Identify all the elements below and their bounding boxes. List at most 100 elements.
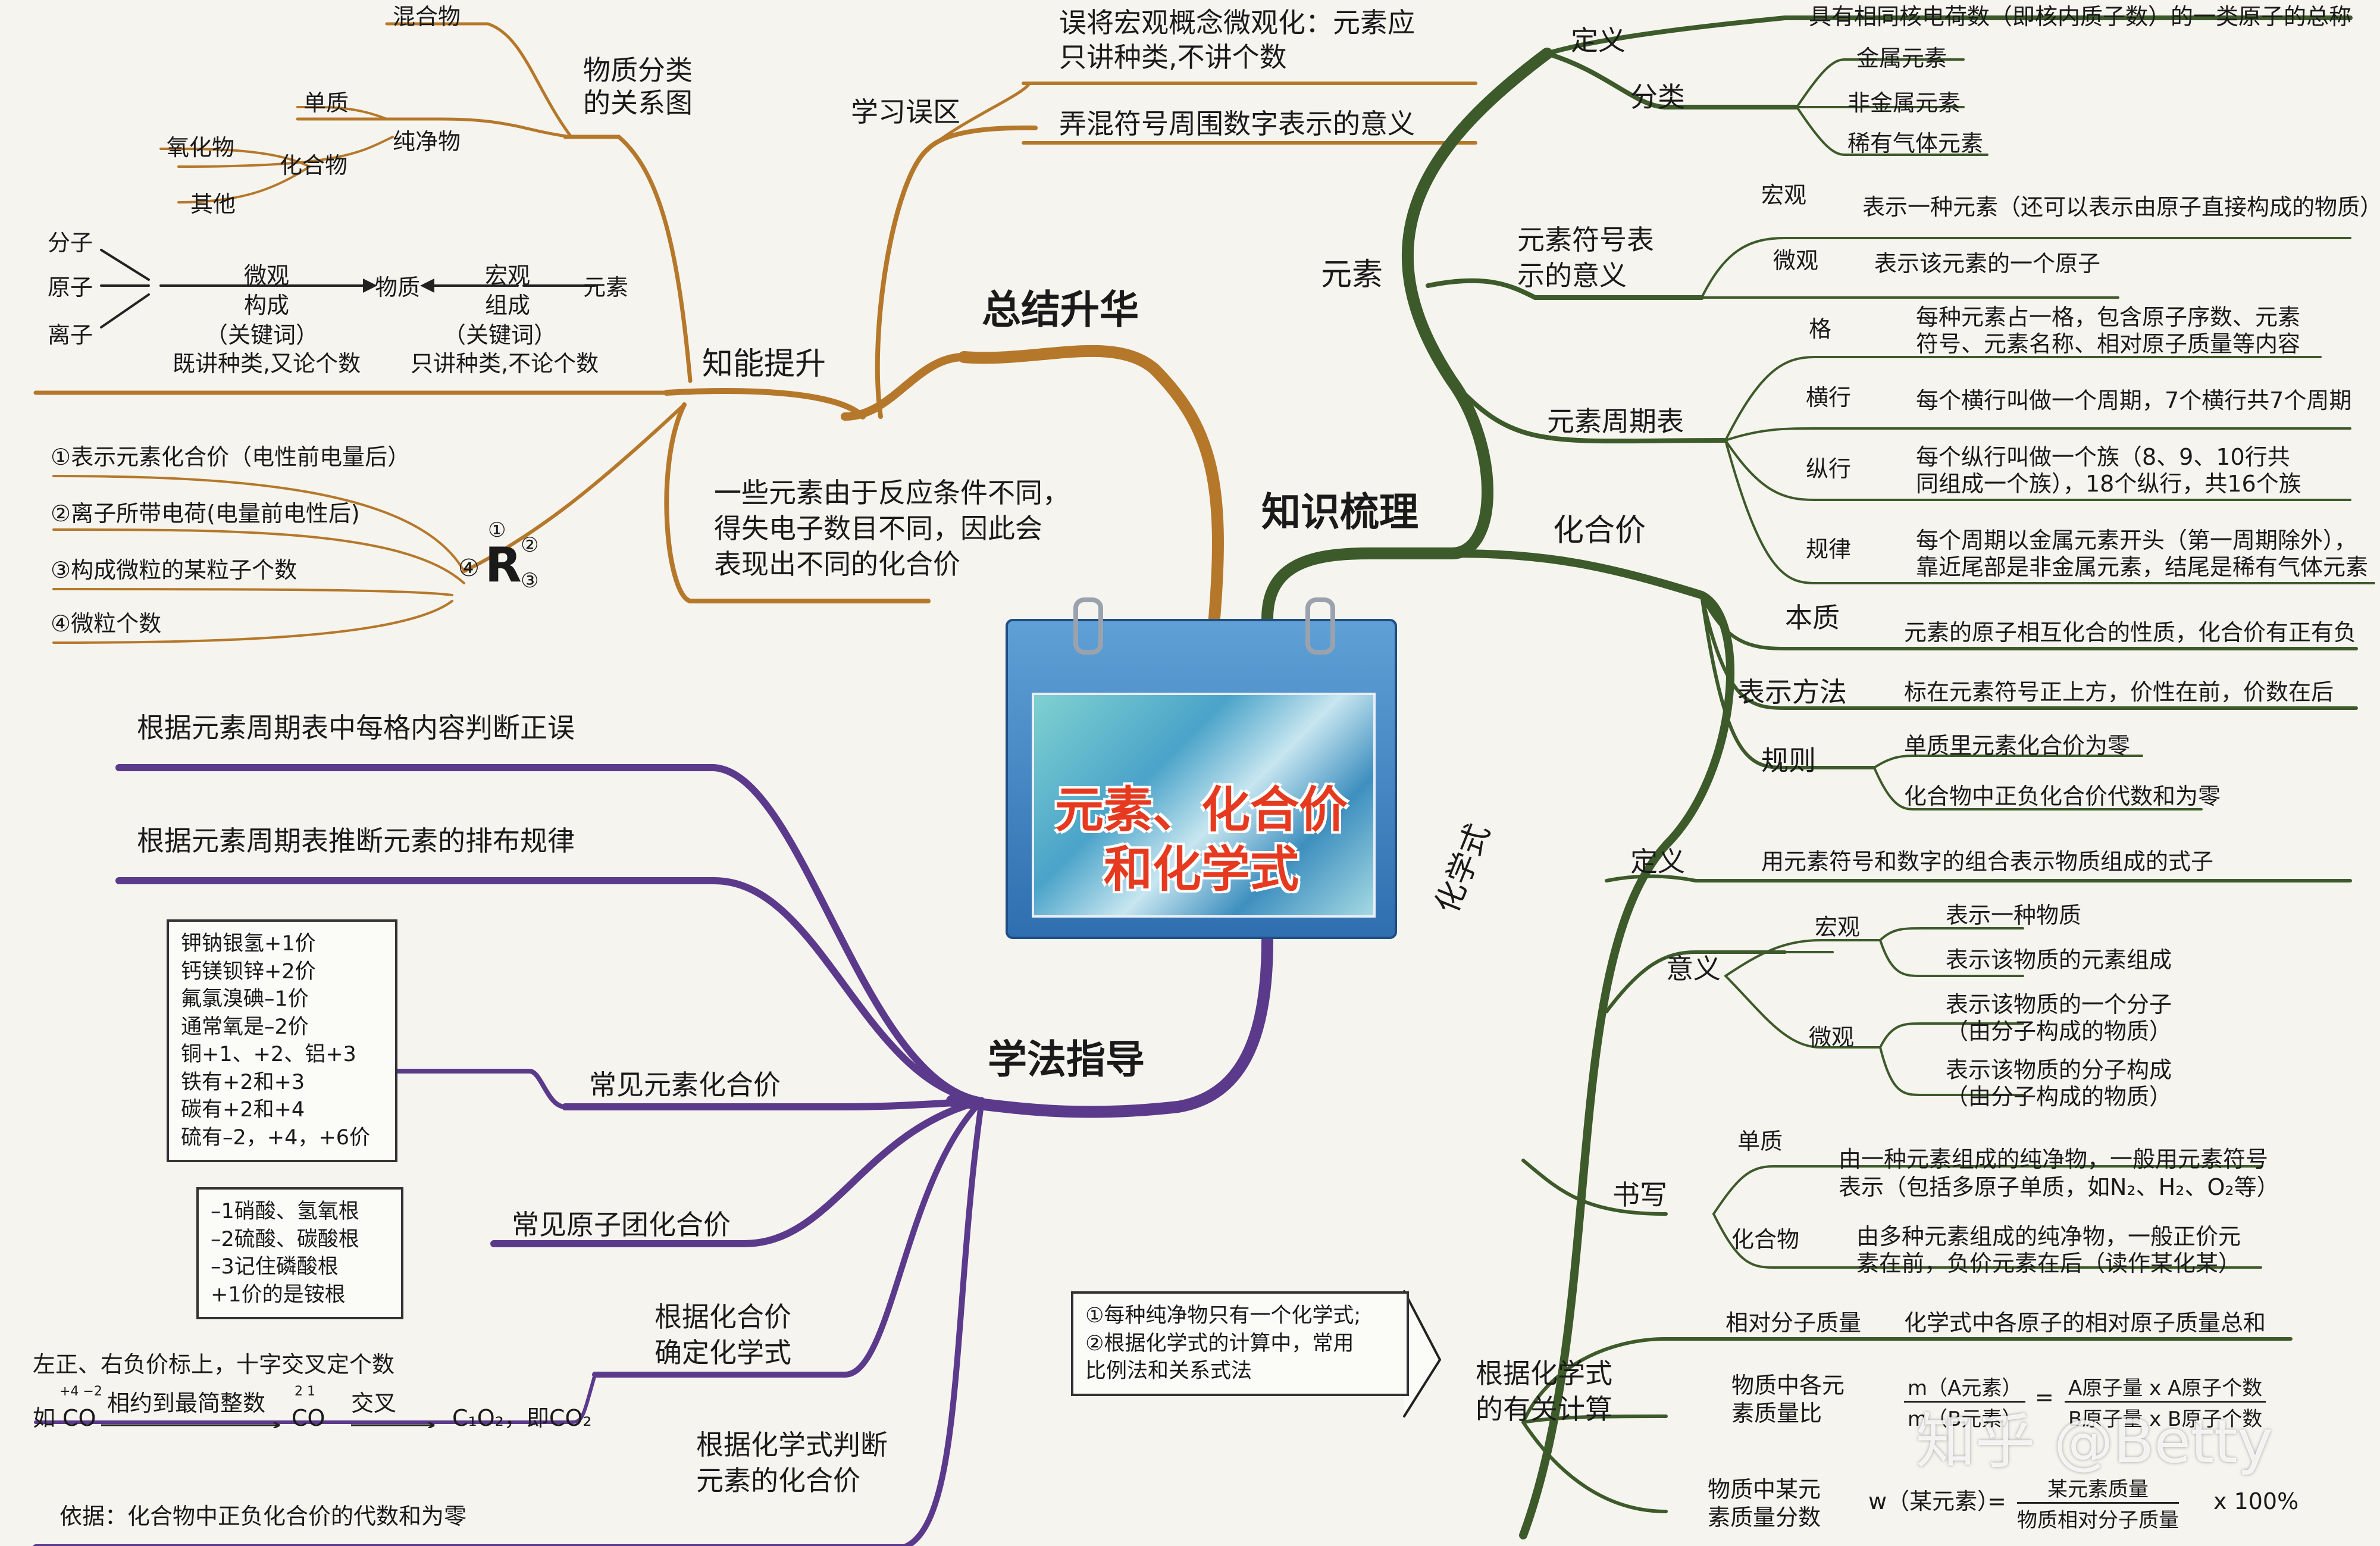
method-infer-rule: 根据元素周期表推断元素的排布规律 <box>137 825 575 857</box>
pt-row-label: 横行 <box>1806 384 1852 411</box>
valence-note-1: 一些元素由于反应条件不同， <box>714 477 1070 509</box>
symbol-meaning-1: 元素符号表 <box>1517 224 1654 256</box>
formula-macro-2: 表示该物质的元素组成 <box>1946 947 2172 973</box>
ion: 离子 <box>48 322 93 348</box>
callout-pointer <box>1403 1290 1442 1417</box>
common-group-box: –1硝酸、氢氧根 –2硫酸、碳酸根 –3记住磷酸根 +1价的是铵根 <box>196 1187 403 1320</box>
formula-micro-2a: 表示该物质的分子构成 <box>1946 1057 2172 1083</box>
w-label: w（某元素） <box>1868 1488 2000 1514</box>
mistake-2: 弄混符号周围数字表示的意义 <box>1059 108 1415 140</box>
method-judge-cell: 根据元素周期表中每格内容判断正误 <box>137 712 575 744</box>
binder-ring-left <box>1073 597 1103 655</box>
common-valence-box: 钾钠银氢+1价 钙镁钡锌+2价 氟氯溴碘–1价 通常氧是–2价 铜+1、+2、铝… <box>167 919 397 1163</box>
keyword-1: （关键词） <box>205 322 319 348</box>
writing-compound-text-2: 素在前，负价元素在后（读作某化某） <box>1856 1250 2241 1276</box>
symbol-micro-text: 表示该元素的一个原子 <box>1874 251 2101 277</box>
element-label: 元素 <box>1321 257 1383 293</box>
valence-mnemonic-1: 钾钠银氢+1价 <box>181 932 316 956</box>
example-step1: 相约到最简整数 <box>107 1390 266 1416</box>
symbol-number-3: ③构成微粒的某粒子个数 <box>51 557 298 583</box>
pt-col-text-2: 同组成一个族），18个纵行，共16个族 <box>1916 471 2301 497</box>
calc-ratio-1: 物质中各元 <box>1731 1372 1845 1398</box>
example-step2: 交叉 <box>351 1390 397 1416</box>
symbol-number-4: ④微粒个数 <box>51 611 162 637</box>
valence-mnemonic-5: 铜+1、+2、铝+3 <box>181 1043 356 1067</box>
judge-valence-label-2: 元素的化合价 <box>696 1464 860 1497</box>
common-valence-label: 常见元素化合价 <box>589 1069 781 1101</box>
calc-mr-text: 化学式中各原子的相对原子质量总和 <box>1904 1310 2266 1336</box>
branch-method-label: 学法指导 <box>988 1037 1145 1082</box>
mistake-1a: 误将宏观概念微观化：元素应 <box>1059 7 1415 39</box>
group-mnemonic-1: –1硝酸、氢氧根 <box>211 1200 359 1223</box>
branch-summary-label: 总结升华 <box>982 287 1139 333</box>
classification-label-1: 物质分类 <box>583 54 693 86</box>
group-mnemonic-4: +1价的是铵根 <box>211 1282 346 1307</box>
formula-macro-label: 宏观 <box>1815 914 1861 940</box>
compound: 化合物 <box>280 152 348 179</box>
valence-mnemonic-6: 铁有+2和+3 <box>181 1070 305 1094</box>
valence-label: 化合价 <box>1553 513 1646 549</box>
watermark: 知乎 @Betty <box>1916 1407 2273 1476</box>
w-fraction: 某元素质量 物质相对分子质量 <box>2017 1473 2179 1533</box>
symbol-meaning-2: 示的意义 <box>1517 259 1627 292</box>
knowledge-branch-lines <box>1261 15 2375 1539</box>
w-num: 某元素质量 <box>2017 1473 2179 1504</box>
arrow-head-micro <box>363 278 377 293</box>
molecule: 分子 <box>48 230 93 256</box>
formula-micro-1b: （由分子构成的物质） <box>1946 1018 2172 1044</box>
center-background-image <box>1032 693 1376 918</box>
symbol-n1: ① <box>488 518 506 542</box>
element-word: 元素 <box>583 274 629 301</box>
mistakes-label: 学习误区 <box>851 96 960 128</box>
valence-mnemonic-8: 硫有–2，+4，+6价 <box>181 1125 370 1150</box>
calc-ratio-2: 素质量比 <box>1731 1400 1822 1426</box>
write-formula-label-1: 根据化合价 <box>654 1301 791 1333</box>
valence-mnemonic-3: 氟氯溴碘–1价 <box>181 987 309 1012</box>
pt-row-text: 每个横行叫做一个周期，7个横行共7个周期 <box>1916 387 2352 414</box>
symbol-n2: ② <box>521 533 539 557</box>
formula-writing-label: 书写 <box>1612 1179 1667 1211</box>
calc-label-1: 根据化学式 <box>1476 1357 1612 1389</box>
center-title-card: 元素、化合价 和化学式 <box>1006 597 1397 939</box>
periodic-table-label: 元素周期表 <box>1547 405 1684 437</box>
ratio-lhs-fraction: m（A元素） m（B元素） <box>1904 1372 2026 1432</box>
symbol-number-2: ②离子所带电荷(电量前电性后) <box>51 500 360 527</box>
oxide: 氧化物 <box>167 134 235 161</box>
atom: 原子 <box>48 274 93 301</box>
pt-rule-text-1: 每个周期以金属元素开头（第一周期除外）， <box>1916 527 2357 553</box>
writing-compound-text-1: 由多种元素组成的纯净物，一般正价元 <box>1856 1223 2241 1250</box>
valence-notation-text: 标在元素符号正上方，价性在前，价数在后 <box>1904 679 2334 705</box>
other: 其他 <box>190 191 236 217</box>
element-substance: 单质 <box>303 90 349 116</box>
formula-meaning-label: 意义 <box>1666 953 1721 985</box>
example-result: C₁O₂，即CO₂ <box>452 1405 592 1431</box>
group-mnemonic-2: –2硫酸、碳酸根 <box>211 1227 359 1251</box>
callout-line-1: ①每种纯净物只有一个化学式; <box>1085 1304 1361 1328</box>
valence-rules-label: 规则 <box>1761 744 1816 777</box>
calc-fraction-1: 物质中某元 <box>1708 1476 1821 1503</box>
class-noble-gas: 稀有气体元素 <box>1847 130 1984 157</box>
formula-macro-1: 表示一种物质 <box>1946 902 2082 928</box>
valence-rule-1: 单质里元素化合价为零 <box>1904 733 2131 759</box>
pt-cell-text-1: 每种元素占一格，包含原子序数、元素 <box>1916 304 2301 330</box>
w-tail: x 100% <box>2213 1488 2299 1514</box>
group-mnemonic-3: –3记住磷酸根 <box>211 1255 339 1279</box>
valence-mnemonic-4: 通常氧是–2价 <box>181 1015 309 1039</box>
symbol-number-1: ①表示元素化合价（电性前电量后） <box>51 444 411 470</box>
macro-word: 宏观 <box>485 262 531 289</box>
judge-basis: 依据：化合物中正负化合价的代数和为零 <box>60 1503 467 1529</box>
valence-essence-text: 元素的原子相互化合的性质，化合价有正有负 <box>1904 619 2357 646</box>
valence-note-3: 表现出不同的化合价 <box>714 548 960 580</box>
micro-macro-arrows <box>100 249 596 328</box>
w-equals: = <box>1987 1488 2006 1514</box>
compose-word-1: 构成 <box>244 292 290 318</box>
formula-micro-label: 微观 <box>1809 1024 1855 1050</box>
mistake-1b: 只讲种类,不讲个数 <box>1059 41 1287 73</box>
ratio-lhs-den: m（B元素） <box>1907 1407 2022 1431</box>
valence-essence-label: 本质 <box>1785 602 1840 634</box>
center-title-line2: 和化学式 <box>1103 841 1299 898</box>
pure-substance: 纯净物 <box>393 129 461 155</box>
element-definition-text: 具有相同核电荷数（即核内质子数）的一类原子的总称 <box>1809 4 2352 30</box>
keyword-2: （关键词） <box>443 322 557 348</box>
